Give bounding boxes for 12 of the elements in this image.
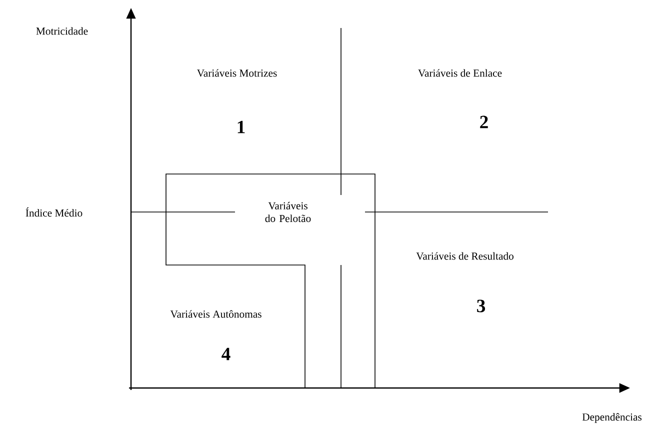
axis-label: Índice Médio [26,207,82,217]
axis-label: Motricidade [36,27,88,35]
quadrant-number: 2 [480,116,488,128]
quadrant-title: Variáveis do Pelotão [265,202,311,222]
quadrant-title: Variáveis Autônomas [170,310,262,318]
quadrant-title: Variáveis Motrizes [197,69,277,77]
axis-label: Dependências [582,413,642,423]
quadrant-title: Variáveis de Resultado [416,252,514,260]
quadrant-number: 4 [222,348,230,360]
quadrant-number: 1 [238,120,245,134]
quadrant-title: Variáveis de Enlace [418,69,502,77]
quadrant-number: 3 [477,300,486,312]
